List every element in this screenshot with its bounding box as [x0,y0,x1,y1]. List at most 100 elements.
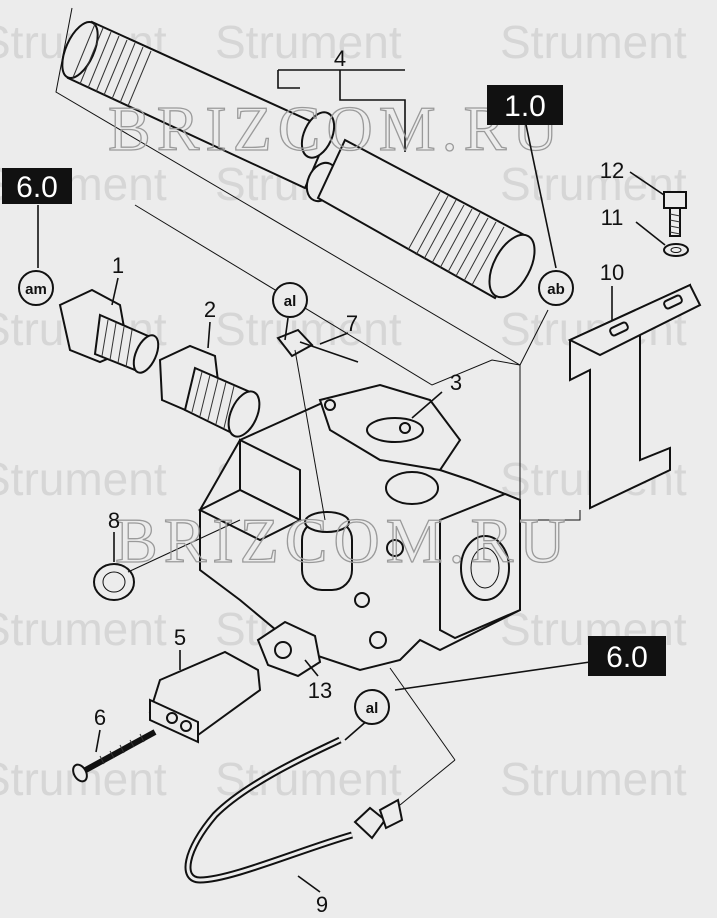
leader-line [277,70,300,89]
code-circle [272,282,308,318]
section-badge-label: 6.0 [16,171,58,204]
leader-line [635,221,666,246]
pipe-segment-lower [316,138,532,300]
leader-line [297,875,321,893]
code-circle-label: al [366,700,379,717]
leader-line [111,277,119,306]
screw-part-6 [72,729,157,783]
section-badge-label: 6.0 [606,641,648,674]
valve-screw [386,539,404,557]
knob-hub [274,641,292,659]
valve-top-port [385,471,439,505]
code-circle-al-top: al [272,282,308,318]
clip-body [276,328,314,358]
watermark-site-bottom: BRIZCOM.RU [115,505,572,576]
clip-part-7 [276,328,359,521]
part-label-8: 8 [108,508,120,533]
plug-cap [93,563,135,601]
pipe-nipple-part-4 [55,7,549,366]
pipe-thread-right [407,191,505,286]
bracket-slot [609,321,629,337]
leader-line [319,332,349,345]
plug-cap-inner [102,571,126,593]
assembly-bracket-line [399,759,456,806]
pipe-break-upper [300,111,336,159]
valve-knob-top [304,511,350,533]
adapter-end [227,390,261,438]
part-label-4: 4 [334,46,346,71]
code-circle [354,689,390,725]
clip-pin [299,341,359,363]
leader-line [411,391,443,419]
cover-cap-part-5 [148,650,262,744]
watermark-site-top: BRIZCOM.RU [108,93,565,164]
leader-line [524,119,557,269]
part-label-11: 11 [601,205,624,230]
part-label-12: 12 [600,158,624,183]
cover-screw [399,422,411,434]
bracket-slot [663,294,683,310]
leader-line [284,317,289,341]
code-circle [18,270,54,306]
pipe-end-left [61,21,99,79]
tube-fitting-end [378,798,404,830]
section-ref-top-right: 1.0 [487,85,563,125]
watermark-brand: Strument [500,158,687,210]
washer-hole [670,247,682,253]
part-label-6: 6 [94,705,106,730]
threaded-adapter-part-2 [158,321,261,438]
cover-dome [366,417,424,443]
valve-outlet-port [460,535,510,601]
watermark-brand: Strument [0,603,167,655]
part-label-2: 2 [204,297,216,322]
leader-line [339,70,406,152]
valve-screw [369,631,387,649]
screw-head [72,763,88,783]
code-circle-label: ab [547,281,565,298]
code-circle [538,270,574,306]
flex-tube-part-9 [184,667,456,893]
mounting-bracket-part-10 [567,283,702,510]
valve-face-top [197,488,303,542]
part-label-1: 1 [112,253,124,278]
code-circle-label: am [25,281,47,298]
watermark-brand: Strument [500,16,687,68]
section-ref-bottom-right: 6.0 [588,636,666,676]
watermark-brand: Strument [215,16,402,68]
cap-hole [180,720,192,732]
assembly-bracket-line [127,519,241,573]
tube-inner [186,738,353,882]
valve-outlet-bore [470,547,500,589]
cap-hole [166,712,178,724]
plug-cap-part-8 [93,519,241,601]
part-label-5: 5 [174,625,186,650]
pipe-end-right [488,233,536,299]
bolt-part-12 [629,171,687,237]
leader-line [304,659,319,677]
leader-line [95,729,101,753]
valve-screw [354,592,370,608]
code-circle-am: am [18,270,54,306]
part-label-7: 7 [346,311,358,336]
watermark-brand: Strument [0,453,167,505]
section-badge [588,636,666,676]
section-ref-left: 6.0 [2,168,72,204]
watermark-brand: Strument [215,753,402,805]
code-circle-label: al [284,293,297,310]
assembly-bracket-line [519,365,581,521]
knob-part-13 [256,620,322,678]
leader-line [394,661,591,691]
section-badge-label: 1.0 [504,90,546,123]
section-badge [2,168,72,204]
washer [663,243,689,257]
washer-part-11 [635,221,689,257]
cover-screw [324,399,336,411]
compression-fitting-part-1 [58,277,160,374]
part-label-3: 3 [450,370,462,395]
part-label-13: 13 [308,678,332,703]
section-badge [487,85,563,125]
leader-line [629,171,665,196]
leader-line [207,321,211,349]
